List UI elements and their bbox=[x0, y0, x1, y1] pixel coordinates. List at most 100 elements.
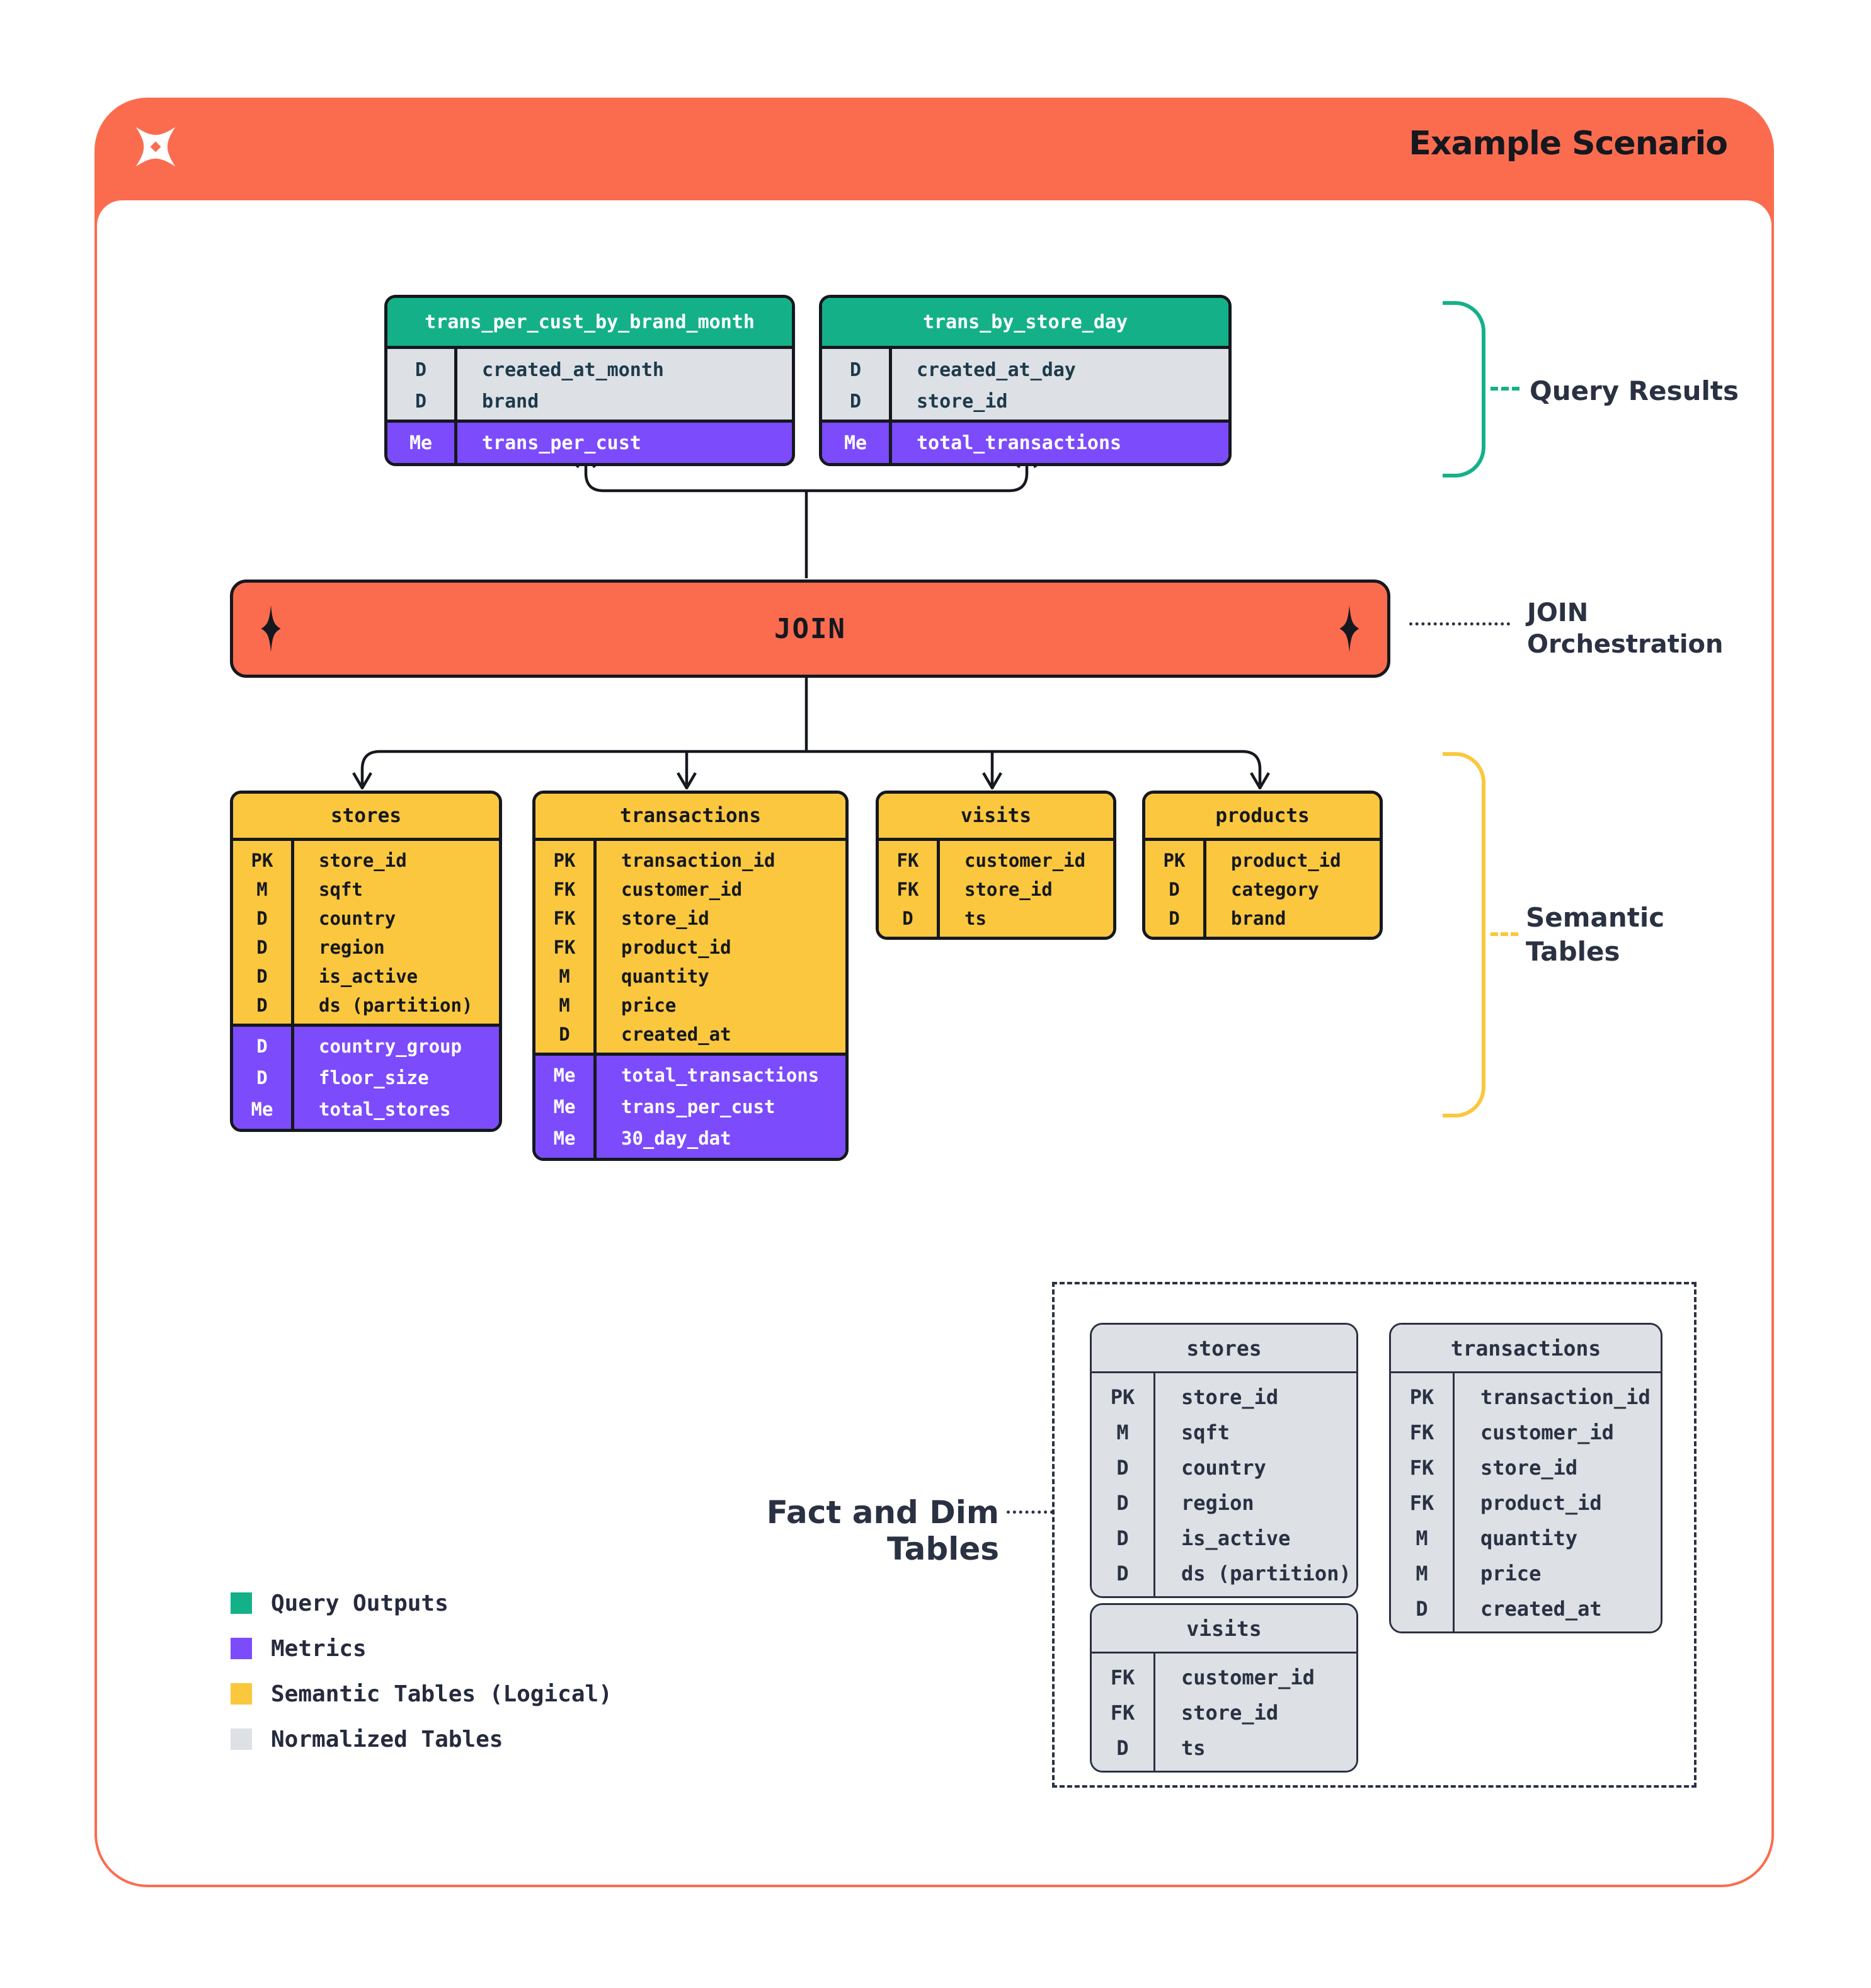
table-row: Me trans_per_cust bbox=[535, 1091, 845, 1123]
fact-dim-tables-connector bbox=[1007, 1511, 1053, 1514]
key-badge: D bbox=[256, 1036, 268, 1057]
field-name: ts bbox=[964, 908, 987, 929]
table-name: stores bbox=[233, 794, 499, 841]
field-name: transaction_id bbox=[1480, 1385, 1651, 1409]
key-badge: D bbox=[415, 390, 427, 413]
query-results-label: Query Results bbox=[1530, 375, 1739, 406]
field-name: floor_size bbox=[319, 1067, 429, 1088]
sparkle-icon bbox=[258, 604, 283, 653]
field-name: store_id bbox=[964, 879, 1053, 900]
legend-label: Semantic Tables (Logical) bbox=[271, 1681, 612, 1707]
field-name: sqft bbox=[319, 879, 363, 900]
key-badge: D bbox=[849, 358, 862, 381]
field-name: product_id bbox=[1231, 850, 1341, 871]
key-badge: D bbox=[1169, 879, 1180, 900]
table-name: trans_per_cust_by_brand_month bbox=[387, 298, 792, 349]
legend-swatch bbox=[231, 1638, 252, 1659]
field-name: country bbox=[1181, 1456, 1266, 1480]
field-name: total_transactions bbox=[621, 1065, 820, 1086]
field-name: quantity bbox=[621, 966, 709, 987]
join-orchestration-connector bbox=[1409, 622, 1510, 626]
key-badge: M bbox=[1416, 1526, 1428, 1550]
field-name: brand bbox=[482, 390, 539, 413]
key-badge: Me bbox=[553, 1096, 576, 1117]
key-badge: M bbox=[1116, 1420, 1129, 1444]
field-name: total_transactions bbox=[917, 431, 1122, 454]
table-name: trans_by_store_day bbox=[822, 298, 1228, 349]
key-badge: D bbox=[1169, 908, 1180, 929]
key-badge: D bbox=[1116, 1736, 1129, 1760]
key-badge: PK bbox=[1163, 850, 1186, 871]
table-row: Me total_transactions bbox=[822, 425, 1228, 461]
key-badge: M bbox=[559, 995, 570, 1016]
key-badge: FK bbox=[553, 937, 576, 958]
page-title: Example Scenario bbox=[1409, 125, 1728, 163]
legend-label: Query Outputs bbox=[271, 1590, 449, 1616]
key-badge: D bbox=[256, 937, 268, 958]
field-name: region bbox=[1181, 1491, 1254, 1515]
field-name: ts bbox=[1181, 1736, 1206, 1760]
field-name: store_id bbox=[917, 390, 1008, 413]
key-badge: D bbox=[559, 1024, 570, 1045]
semantic-tables-label: Semantic Tables bbox=[1526, 901, 1664, 969]
pinwheel-star-icon bbox=[126, 117, 185, 176]
legend-swatch bbox=[231, 1592, 252, 1614]
key-badge: D bbox=[256, 995, 268, 1016]
key-badge: FK bbox=[553, 908, 576, 929]
key-badge: FK bbox=[896, 850, 919, 871]
field-name: sqft bbox=[1181, 1420, 1230, 1444]
field-name: store_id bbox=[621, 908, 709, 929]
field-name: brand bbox=[1231, 908, 1286, 929]
key-badge: D bbox=[256, 966, 268, 987]
field-name: country_group bbox=[319, 1036, 462, 1057]
field-name: customer_id bbox=[1181, 1665, 1315, 1689]
field-name: is_active bbox=[319, 966, 418, 987]
key-badge: M bbox=[1416, 1562, 1428, 1585]
field-name: trans_per_cust bbox=[621, 1096, 775, 1117]
key-badge: D bbox=[1116, 1456, 1129, 1480]
field-name: price bbox=[621, 995, 677, 1016]
key-badge: D bbox=[902, 908, 913, 929]
join-orchestration-label: JOIN Orchestration bbox=[1527, 597, 1723, 660]
key-badge: FK bbox=[1409, 1491, 1434, 1515]
field-name: total_stores bbox=[319, 1099, 451, 1120]
table-name: visits bbox=[879, 794, 1113, 841]
legend-swatch bbox=[231, 1728, 252, 1750]
key-badge: Me bbox=[844, 431, 867, 454]
